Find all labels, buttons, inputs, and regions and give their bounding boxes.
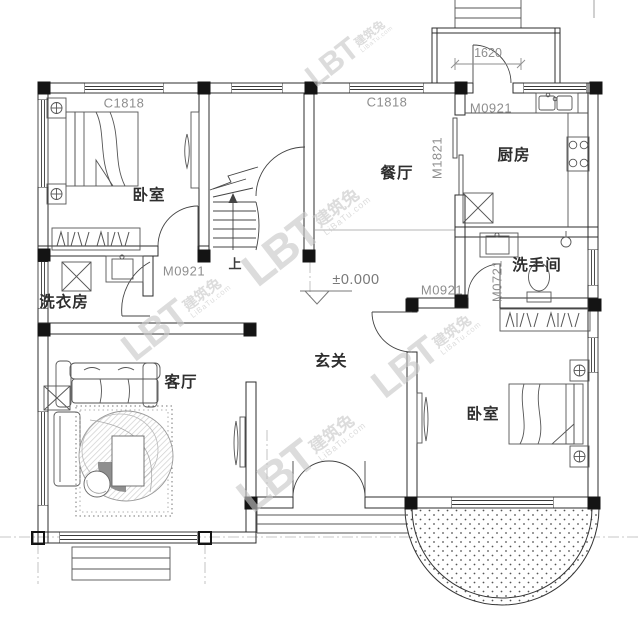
room-label-living: 客厅 <box>164 374 198 391</box>
stove-icon <box>566 136 590 172</box>
door-code-kitchen-dining: M1821 <box>429 136 445 180</box>
kitchen-counter <box>465 112 588 227</box>
elevation-marker <box>300 290 352 305</box>
washer-icon <box>61 261 92 292</box>
bed-icon <box>508 359 590 468</box>
dimension-back-porch: 1620 <box>474 46 502 60</box>
toilet-icon <box>526 262 552 303</box>
living-steps <box>71 546 171 581</box>
floor-drain-icon <box>560 231 572 248</box>
door-code-hall: M0921 <box>162 263 206 279</box>
bed-icon <box>46 97 139 205</box>
cabinet-icon <box>184 111 200 189</box>
flue-icon <box>462 192 494 224</box>
wardrobe-icon <box>51 227 141 251</box>
door-code-bathroom: M0721 <box>489 259 505 303</box>
windows <box>37 82 599 544</box>
sofa-icon <box>43 360 161 487</box>
room-label-foyer: 玄关 <box>314 353 348 370</box>
tv-icon <box>416 392 429 444</box>
columns <box>37 81 603 510</box>
elevation-label: ±0.000 <box>332 272 380 288</box>
room-label-bedroom-left: 卧室 <box>132 187 166 204</box>
bathroom-sink-icon <box>479 232 519 258</box>
laundry-sink-icon <box>105 254 144 283</box>
corner-posts <box>31 531 212 545</box>
entry-steps <box>256 508 408 534</box>
room-label-dining: 餐厅 <box>380 165 414 182</box>
room-label-bathroom: 洗手间 <box>512 257 562 274</box>
doors <box>121 44 512 498</box>
room-label-laundry: 洗衣房 <box>39 294 89 311</box>
room-label-bedroom-right: 卧室 <box>466 406 500 423</box>
dimension-line <box>450 58 526 70</box>
rug-icon <box>75 405 174 517</box>
door-code-kitchen: M0921 <box>469 100 513 116</box>
stairs-up-label: 上 <box>228 256 242 272</box>
window-code-bedroom-left: C1818 <box>103 95 145 111</box>
back-steps <box>454 0 522 29</box>
room-label-kitchen: 厨房 <box>497 147 531 164</box>
stairs <box>209 146 306 251</box>
tv-icon <box>233 416 246 468</box>
window-code-dining: C1818 <box>366 94 408 110</box>
porch <box>404 507 600 606</box>
wardrobe-icon <box>499 308 591 332</box>
kitchen-sink-icon <box>535 92 579 114</box>
door-code-bedroom-right: M0921 <box>420 282 464 298</box>
